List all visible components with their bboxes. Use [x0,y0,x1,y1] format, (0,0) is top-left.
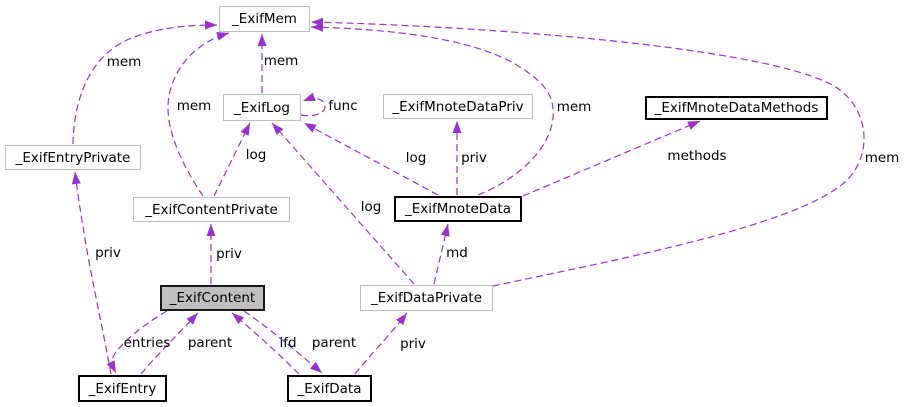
edge-exifmnotedata-to-exifmem-mem [310,22,554,196]
node-exifmnotedatamethods[interactable]: _ExifMnoteDataMethods [645,96,828,120]
edge-exifdata-to-exifdataprivate-priv [354,312,408,375]
edge-exifcontentprivate-to-exifmem-mem [167,31,230,197]
node-exifmnotedatapriv[interactable]: _ExifMnoteDataPriv [383,94,533,119]
node-exifcontent: _ExifContent [160,285,265,311]
edge-exifdataprivate-to-exifmem-mem [310,17,865,287]
node-exifcontentprivate[interactable]: _ExifContentPrivate [133,197,290,222]
edge-exifdata-to-exifcontent-ifd [231,312,300,375]
edge-exifcontentprivate-to-exiflog-log [213,122,251,197]
node-exifentryprivate[interactable]: _ExifEntryPrivate [5,145,141,170]
edge-exifdataprivate-to-exifmnotedata-md [433,223,450,285]
edge-exifentry-to-exifcontent-parent [140,312,199,375]
node-exifmnotedata[interactable]: _ExifMnoteData [394,196,522,222]
node-exifmem[interactable]: _ExifMem [219,6,310,32]
edge-exifmnotedata-to-exifmnotedatamethods-methods [522,120,701,197]
edge-exifcontent-to-exifdata-parent [243,310,323,374]
edge-exifentry-to-exifentryprivate-priv [71,171,112,375]
node-exiflog[interactable]: _ExifLog [223,94,301,121]
edge-exifcontent-to-exifentry-entries [106,310,168,374]
node-exifentry[interactable]: _ExifEntry [78,375,167,402]
node-exifdata[interactable]: _ExifData [287,375,372,402]
edge-exiflog-self-func [300,92,326,117]
node-exifdataprivate[interactable]: _ExifDataPrivate [360,285,493,311]
edge-exifmnotedata-to-exiflog-log [303,122,439,196]
edge-exifdataprivate-to-exiflog-log [271,122,415,285]
edge-exifentryprivate-to-exifmem-mem [72,20,218,145]
